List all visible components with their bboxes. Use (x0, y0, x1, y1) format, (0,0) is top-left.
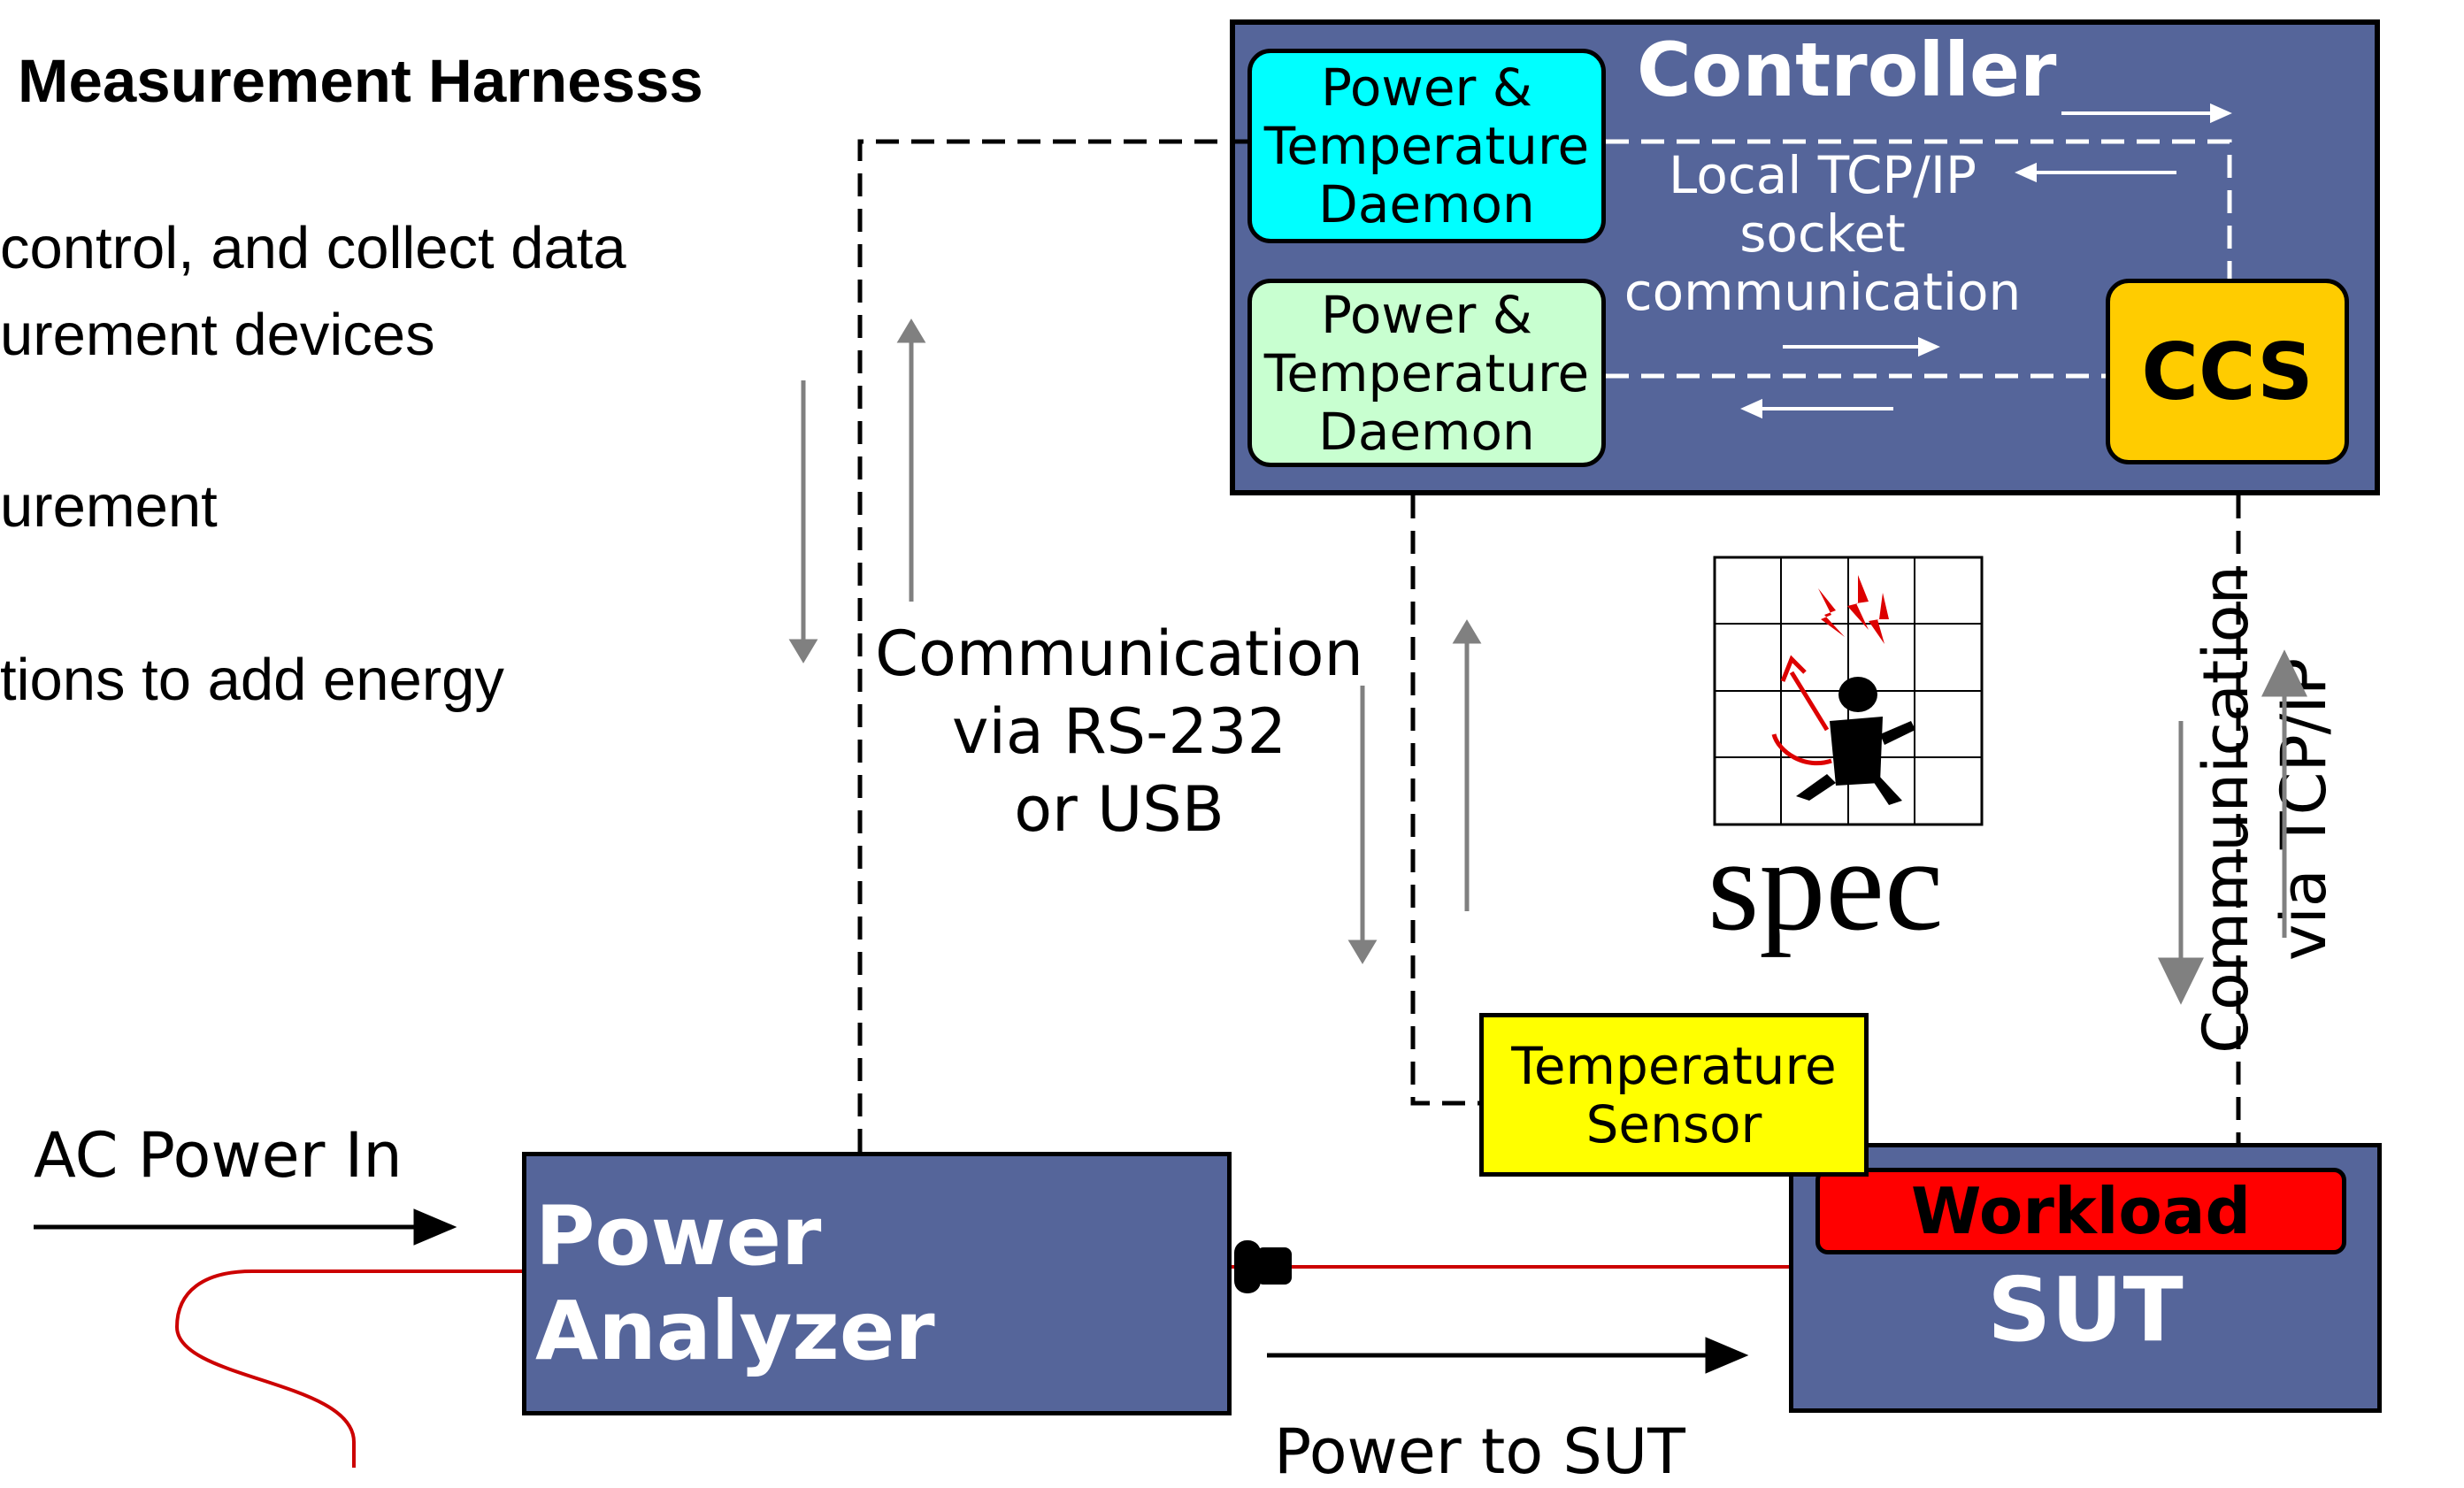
daemon-top-line-3: Daemon (1318, 174, 1535, 234)
rs232-line-3: or USB (1014, 773, 1224, 846)
local-comm-line-1: Local TCP/IP (1669, 145, 1977, 205)
rs232-line-1: Communication (875, 617, 1363, 690)
controller-title: Controller (1637, 27, 2057, 113)
local-comm-line-3: communication (1623, 262, 2022, 322)
sensor-line-2: Sensor (1585, 1093, 1762, 1154)
daemon-top-line-1: Power & (1320, 58, 1533, 118)
local-arrows (1740, 103, 2232, 419)
power-temperature-daemon-bottom: Power & Temperature Daemon (1247, 279, 1606, 467)
flow-arrows (34, 1208, 1749, 1374)
sensor-line-1: Temperature (1511, 1035, 1837, 1096)
ccs-box: CCS (2106, 279, 2349, 464)
ac-power-cable (174, 1269, 522, 1468)
power-analyzer-label: Power Analyzer (535, 1189, 935, 1378)
ac-power-in-label: AC Power In (34, 1119, 403, 1192)
dashed-link-analyzer-daemon (857, 139, 1247, 1152)
power-temperature-daemon-top: Power & Temperature Daemon (1247, 49, 1606, 243)
local-comm-line-2: socket (1739, 203, 1906, 264)
daemon-bottom-line-2: Temperature (1263, 342, 1590, 403)
local-socket-line-top (1606, 139, 2232, 279)
workload-box: Workload (1815, 1168, 2346, 1254)
spec-logo-icon (1713, 556, 1984, 826)
workload-label: Workload (1911, 1174, 2251, 1248)
daemon-bottom-line-3: Daemon (1318, 401, 1535, 462)
ccs-label: CCS (2141, 326, 2314, 418)
gray-arrows (788, 318, 2308, 1005)
bullet-line-3: urement (0, 473, 218, 540)
daemon-top-line-2: Temperature (1263, 116, 1590, 176)
bullet-line-2: urement devices (0, 302, 435, 368)
rs232-comm-label: Communication via RS-232 or USB (871, 615, 1367, 848)
plug-icon (1234, 1240, 1292, 1293)
sut-label: SUT (1987, 1258, 2184, 1361)
rs232-line-2: via RS-232 (952, 695, 1286, 768)
local-tcpip-label: Local TCP/IP socket communication (1615, 146, 2030, 321)
power-analyzer-box: Power Analyzer (522, 1152, 1232, 1415)
bullet-line-1: control, and collect data (0, 215, 626, 281)
spec-logo-text: spec (1708, 811, 1944, 958)
bullet-line-4: tions to add energy (0, 647, 504, 713)
slide-heading: Measurement Harnesss (18, 47, 703, 115)
temperature-sensor-box: Temperature Sensor (1479, 1013, 1869, 1177)
dashed-link-daemon-sensor (1410, 495, 1479, 1106)
daemon-bottom-line-1: Power & (1320, 284, 1533, 345)
